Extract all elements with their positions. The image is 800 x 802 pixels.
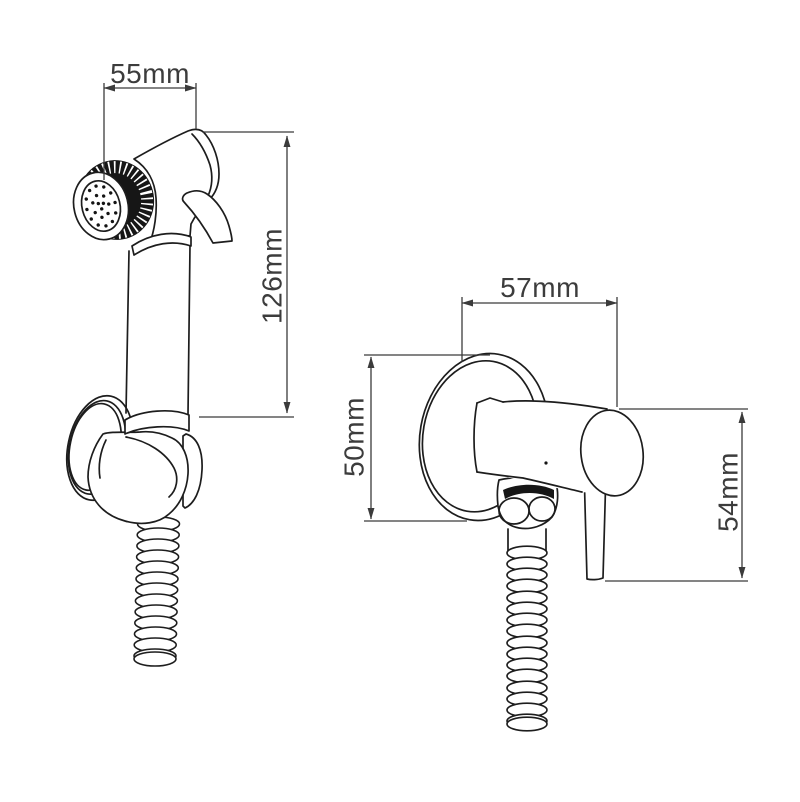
bracket-cradle xyxy=(87,430,189,525)
nut-facet-right xyxy=(528,496,556,522)
valve-boss-notch xyxy=(476,397,504,404)
angle-valve-view: 57mm 50mm 54mm xyxy=(338,272,748,732)
nozzle-face-inner xyxy=(80,179,122,233)
neck-collar xyxy=(131,232,192,256)
shower-hose-left xyxy=(133,516,181,667)
cradle-lip-curve xyxy=(125,436,178,498)
valve-body-height-label: 54mm xyxy=(712,452,743,532)
valve-boss-edge xyxy=(473,402,478,473)
valve-plate-height-label: 50mm xyxy=(338,397,369,477)
hex-coupling-nut xyxy=(496,476,559,530)
handle-right-edge xyxy=(187,244,191,416)
sprayer-width-label: 55mm xyxy=(110,58,190,89)
cradle-inner-curve xyxy=(98,439,107,479)
sprayer-head xyxy=(72,128,233,256)
valve-face xyxy=(579,409,645,497)
nut-shadow-band xyxy=(503,484,554,499)
hose-end-cap xyxy=(133,651,177,667)
valve-face-mark xyxy=(544,461,548,465)
dimension-55mm: 55mm xyxy=(103,58,197,180)
sprayer-length-label: 126mm xyxy=(256,228,287,324)
dimension-50mm: 50mm xyxy=(338,354,490,522)
bezel-ring-ribs xyxy=(78,161,154,239)
valve-body xyxy=(473,397,645,497)
dimension-57mm: 57mm xyxy=(461,272,618,407)
nozzle-face-outer xyxy=(72,171,130,241)
spray-nozzle-dots xyxy=(84,184,118,228)
shower-hose-right xyxy=(506,528,548,732)
spray-nozzle-face xyxy=(72,171,130,241)
valve-body-bottom-edge xyxy=(476,471,583,493)
sprayer-handle xyxy=(124,244,191,435)
bracket-clip-arm xyxy=(182,433,203,509)
dimension-126mm: 126mm xyxy=(199,131,294,418)
cap-inner-line xyxy=(191,133,213,197)
trigger-lever xyxy=(181,190,233,244)
valve-body-top-edge xyxy=(502,399,608,410)
handle-left-edge xyxy=(125,250,130,414)
hand-sprayer-view: 55mm 126mm xyxy=(65,58,294,667)
handle-end-collar xyxy=(124,410,190,435)
hose-end-cap xyxy=(506,716,548,732)
valve-width-label: 57mm xyxy=(500,272,580,303)
dimension-54mm: 54mm xyxy=(605,408,748,582)
